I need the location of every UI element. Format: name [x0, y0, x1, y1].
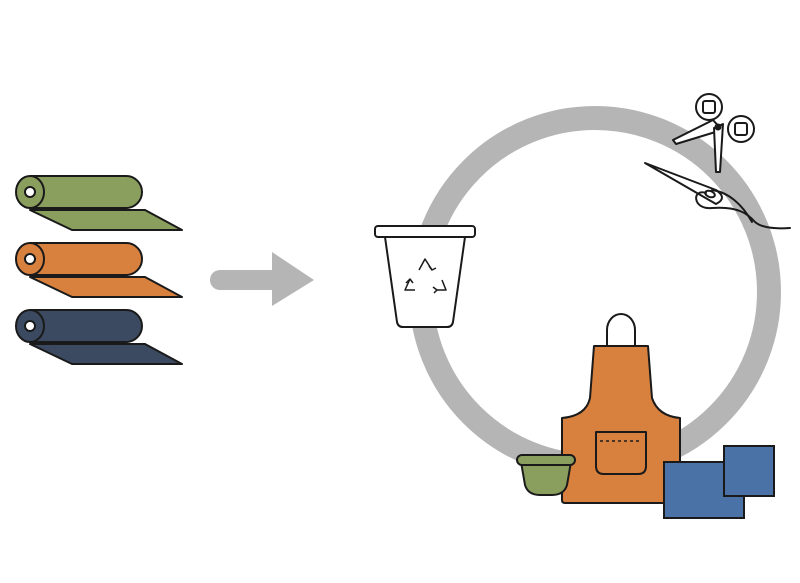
apron-body: [561, 345, 681, 504]
fabric-rolls: [15, 175, 183, 365]
bowl: [516, 454, 576, 496]
orange-fabric-roll: [15, 242, 183, 298]
cloth-square-small: [723, 445, 775, 497]
navy-fabric-roll: [15, 309, 183, 365]
scissors-icon: [672, 93, 755, 173]
cloth-squares: [663, 445, 775, 519]
right-arrow-icon: [210, 252, 314, 306]
apron-pocket: [595, 431, 647, 475]
recycle-icon: [404, 258, 447, 294]
green-fabric-roll: [15, 175, 183, 231]
recycle-bin: [374, 225, 476, 328]
needle-thread-icon: [644, 162, 791, 230]
apron-neck-strap: [606, 313, 636, 346]
apron: [561, 313, 681, 504]
